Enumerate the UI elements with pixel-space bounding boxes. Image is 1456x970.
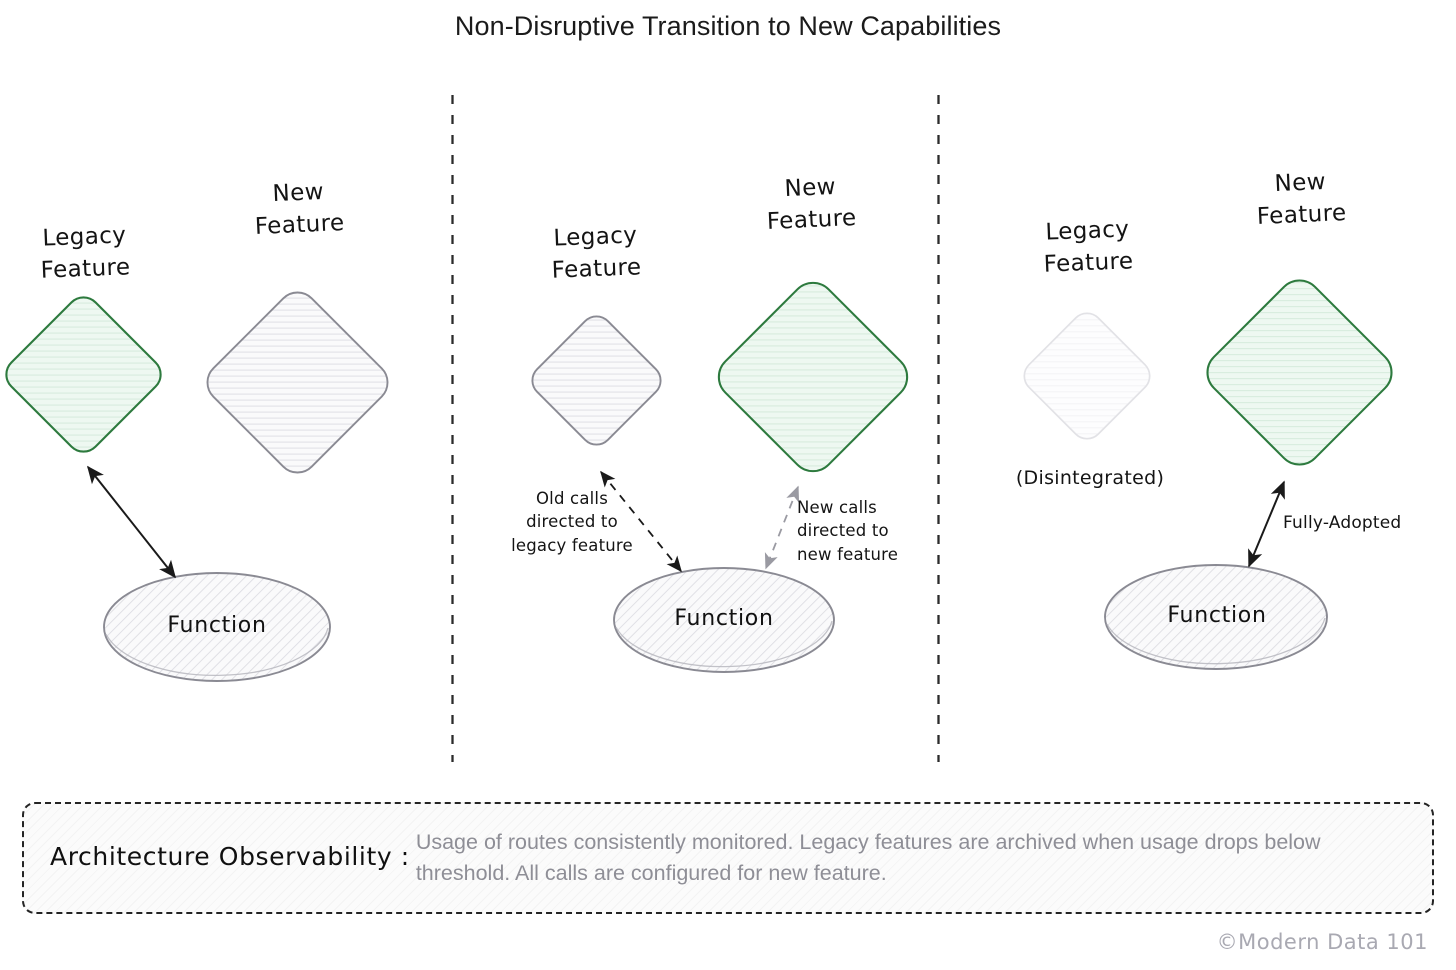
stage-2-legacy-node	[531, 315, 662, 446]
stage-1-function-label: Function	[167, 613, 267, 638]
stage-2-edge-legacy-label: Old calls directed to legacy feature	[511, 489, 633, 555]
stage-2-newfeature-node	[717, 281, 909, 473]
credit-watermark: ©Modern Data 101	[1216, 930, 1428, 954]
stage-2-function-label: Function	[674, 606, 774, 631]
stage-3-legacy-state-note: (Disintegrated)	[1015, 467, 1165, 489]
architecture-observability-banner: Architecture Observability : Usage of ro…	[22, 802, 1434, 914]
stage-3-edge-newfeature-function	[1248, 480, 1285, 568]
stage-1-legacy-node	[5, 296, 162, 453]
stage-2-newfeature-label: New Feature	[766, 173, 858, 235]
stage-2-legacy-label: Legacy Feature	[551, 222, 642, 284]
stage-1-newfeature-node	[206, 291, 389, 474]
stage-3-newfeature-label: New Feature	[1256, 168, 1348, 230]
stage-3-legacy-label: Legacy Feature	[1043, 216, 1134, 278]
stage-3-newfeature-node	[1206, 279, 1393, 466]
stage-1-newfeature-label: New Feature	[254, 178, 346, 240]
page-title: Non-Disruptive Transition to New Capabil…	[454, 11, 1002, 41]
banner-body: Usage of routes consistently monitored. …	[415, 829, 1321, 885]
stage-3-edge-newfeature-label: Fully-Adopted	[1283, 513, 1402, 533]
banner-title: Architecture Observability :	[50, 841, 410, 871]
stage-3-legacy-node	[1023, 312, 1151, 440]
stage-1-edge-legacy-function	[87, 465, 176, 579]
stage-2-edge-newfeature-label: New calls directed to new feature	[797, 498, 899, 564]
stage-2-edge-newfeature-function	[764, 485, 800, 570]
stage-1-legacy-label: Legacy Feature	[40, 222, 131, 284]
stage-3-function-label: Function	[1167, 603, 1267, 628]
